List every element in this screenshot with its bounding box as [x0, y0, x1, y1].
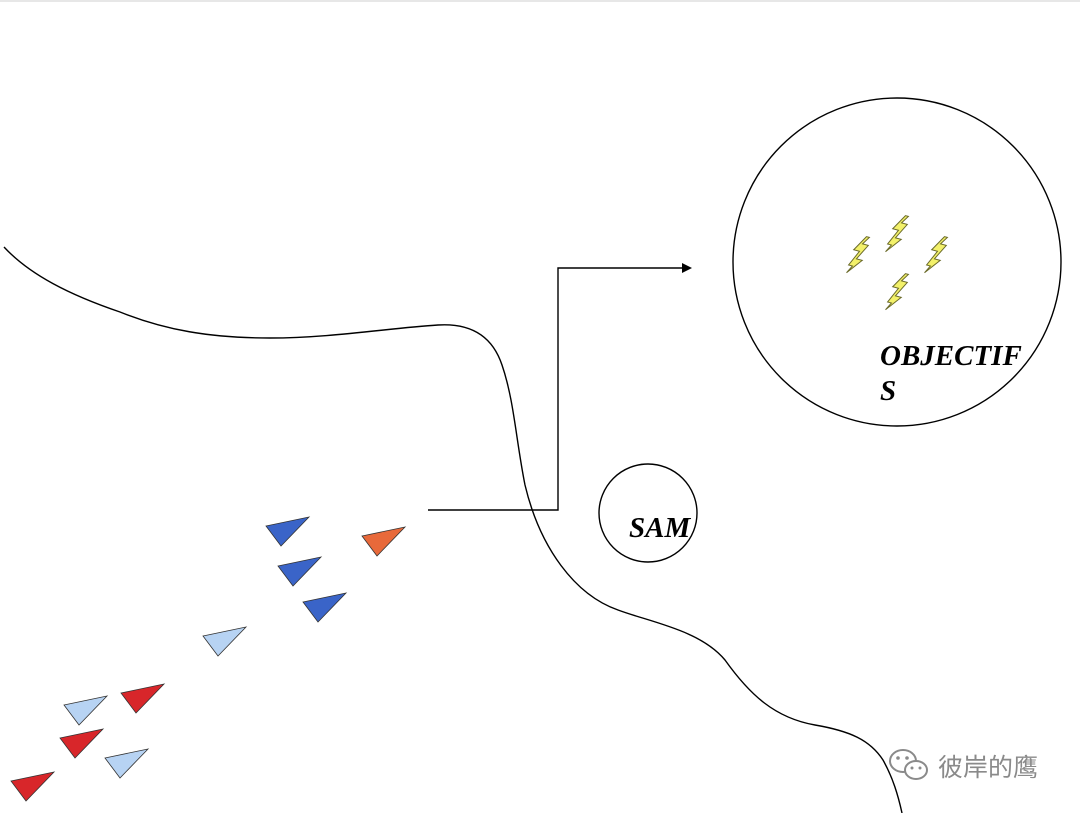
- aircraft-formation: [10, 516, 407, 802]
- aircraft-light-blue-icon: [63, 695, 109, 726]
- objectives-zone: [732, 97, 1062, 427]
- lightning-bolt-icon: [924, 236, 949, 274]
- targets-group: [846, 215, 949, 311]
- lightning-bolt-icon: [846, 236, 871, 274]
- arrowhead-icon: [682, 263, 692, 273]
- aircraft-light-blue-icon: [104, 748, 150, 779]
- aircraft-dark-blue-icon: [277, 556, 323, 587]
- aircraft-orange-icon: [361, 526, 407, 557]
- wechat-icon: [889, 749, 928, 780]
- coastline: [3, 246, 903, 813]
- aircraft-red-icon: [10, 771, 56, 802]
- aircraft-light-blue-icon: [202, 626, 248, 657]
- aircraft-red-icon: [120, 683, 166, 714]
- aircraft-dark-blue-icon: [265, 516, 311, 547]
- watermark: 彼岸的鹰: [889, 749, 1038, 782]
- lightning-bolt-icon: [885, 215, 910, 253]
- aircraft-red-icon: [59, 728, 105, 759]
- watermark-text: 彼岸的鹰: [938, 753, 1038, 782]
- sam-zone: [598, 463, 698, 563]
- objectives-label-line1: OBJECTIF: [880, 340, 1022, 372]
- sam-label: SAM: [629, 512, 691, 544]
- aircraft-dark-blue-icon: [302, 592, 348, 623]
- lightning-bolt-icon: [885, 273, 910, 311]
- objectives-label-line2: S: [880, 375, 896, 407]
- flight-path-arrow: [428, 267, 683, 511]
